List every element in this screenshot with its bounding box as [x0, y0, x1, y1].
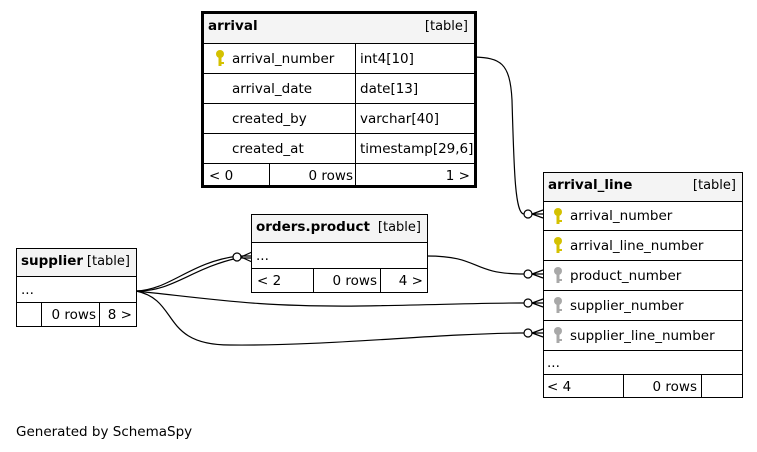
children-link[interactable]: 1 >: [445, 167, 470, 184]
column-row[interactable]: product_number: [544, 261, 742, 291]
row-count: 0 rows: [308, 167, 353, 184]
table-name: supplier: [21, 253, 84, 269]
edge-arrival-to-arrival-line: [473, 56, 543, 215]
parents-link[interactable]: < 4: [547, 378, 572, 395]
foreign-key-icon: [554, 327, 562, 343]
edge-optional-marker: [523, 209, 533, 219]
edge-supplier-to-product-b: [135, 257, 252, 292]
primary-key-icon: [216, 50, 224, 66]
column-name: created_at: [232, 140, 304, 157]
table-arrival-line[interactable]: arrival_line [table] arrival_number arri…: [543, 172, 743, 398]
children-link[interactable]: 8 >: [107, 306, 132, 323]
table-type: [table]: [86, 254, 130, 269]
column-type: varchar[40]: [360, 110, 440, 127]
generated-by-label: Generated by SchemaSpy: [16, 424, 193, 440]
edge-optional-marker: [523, 328, 533, 338]
row-count: 0 rows: [332, 272, 377, 289]
edge-supplier-to-supplier-number: [135, 290, 543, 307]
foreign-key-icon: [554, 297, 562, 313]
table-header: arrival_line [table]: [544, 173, 742, 202]
column-row[interactable]: arrival_line_number: [544, 231, 742, 261]
column-name: supplier_line_number: [570, 327, 715, 344]
table-name: arrival_line: [548, 177, 633, 193]
table-footer: 0 rows 8 >: [17, 303, 136, 326]
column-row[interactable]: arrival_date date[13]: [204, 74, 474, 104]
column-name: arrival_date: [232, 80, 313, 97]
edge-optional-marker: [232, 252, 242, 262]
foreign-key-icon: [554, 267, 562, 283]
table-header: orders.product [table]: [252, 215, 427, 243]
column-row[interactable]: created_by varchar[40]: [204, 104, 474, 134]
column-name: created_by: [232, 110, 307, 127]
table-header: arrival [table]: [204, 14, 474, 44]
column-type: timestamp[29,6]: [360, 140, 474, 157]
parents-link[interactable]: < 0: [209, 167, 234, 184]
column-name: arrival_number: [570, 208, 673, 224]
column-name: arrival_number: [232, 50, 335, 67]
table-footer: < 4 0 rows: [544, 375, 742, 398]
edge-supplier-to-supplier-line-number: [135, 290, 543, 346]
edge-optional-marker: [523, 298, 533, 308]
table-type: [table]: [424, 19, 468, 34]
table-type: [table]: [377, 220, 421, 235]
column-type: int4[10]: [360, 50, 414, 67]
parents-link[interactable]: < 2: [257, 272, 282, 289]
edge-optional-marker: [523, 269, 533, 279]
column-type: date[13]: [360, 80, 419, 97]
column-row[interactable]: arrival_number int4[10]: [204, 44, 474, 74]
table-type: [table]: [692, 178, 736, 193]
table-name: orders.product: [256, 219, 370, 235]
table-footer: < 2 0 rows 4 >: [252, 269, 427, 292]
row-count: 0 rows: [652, 378, 697, 395]
more-columns[interactable]: ...: [17, 277, 136, 303]
children-link[interactable]: 4 >: [398, 272, 423, 289]
column-name: arrival_line_number: [570, 237, 704, 254]
column-name: product_number: [570, 267, 682, 284]
more-columns[interactable]: ...: [252, 243, 427, 269]
column-row[interactable]: supplier_number: [544, 291, 742, 321]
column-row[interactable]: created_at timestamp[29,6]: [204, 134, 474, 164]
column-row[interactable]: supplier_line_number: [544, 321, 742, 351]
table-name: arrival: [208, 18, 258, 34]
table-footer: < 0 0 rows 1 >: [204, 164, 474, 187]
table-supplier[interactable]: supplier [table] ... 0 rows 8 >: [16, 248, 137, 327]
column-name: supplier_number: [570, 297, 684, 314]
table-arrival[interactable]: arrival [table] arrival_number int4[10] …: [201, 11, 477, 188]
edge-product-to-product-number: [426, 255, 543, 275]
primary-key-icon: [554, 237, 562, 253]
table-orders-product[interactable]: orders.product [table] ... < 2 0 rows 4 …: [251, 214, 428, 293]
primary-key-icon: [554, 208, 562, 224]
column-row[interactable]: arrival_number: [544, 202, 742, 231]
table-header: supplier [table]: [17, 249, 136, 277]
row-count: 0 rows: [51, 306, 96, 323]
more-columns[interactable]: ...: [544, 351, 742, 375]
